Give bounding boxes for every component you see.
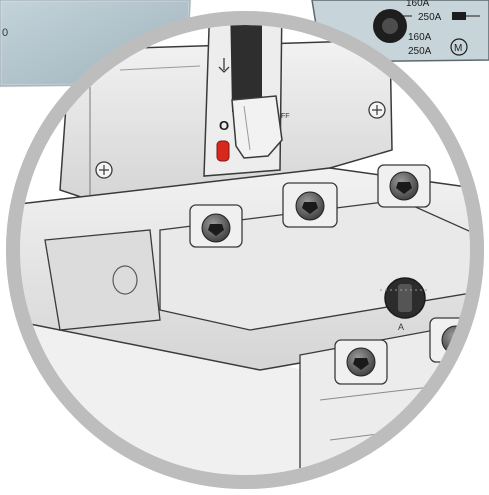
hex-screw-icon — [189, 204, 243, 248]
hex-screw-icon — [377, 164, 431, 208]
power-toggle-icon[interactable] — [231, 95, 283, 159]
rating-160a-bottom: 160A — [408, 32, 432, 43]
rotary-selector-label: A — [398, 322, 404, 332]
rating-250a-bottom: 250A — [408, 46, 432, 57]
hex-screw-icon — [334, 339, 388, 385]
status-indicator — [216, 140, 230, 162]
rating-160a-top: 160A — [406, 0, 430, 9]
off-label: FF — [281, 113, 290, 120]
motor-symbol: M — [454, 43, 462, 54]
rating-250a-top: 250A — [418, 12, 442, 23]
rotary-selector-icon[interactable] — [380, 277, 430, 319]
hex-screw-icon — [282, 182, 338, 228]
panel-fragment-text: 0 — [2, 27, 8, 39]
motor-icon — [450, 38, 468, 56]
switch-state-label: O — [219, 118, 229, 133]
